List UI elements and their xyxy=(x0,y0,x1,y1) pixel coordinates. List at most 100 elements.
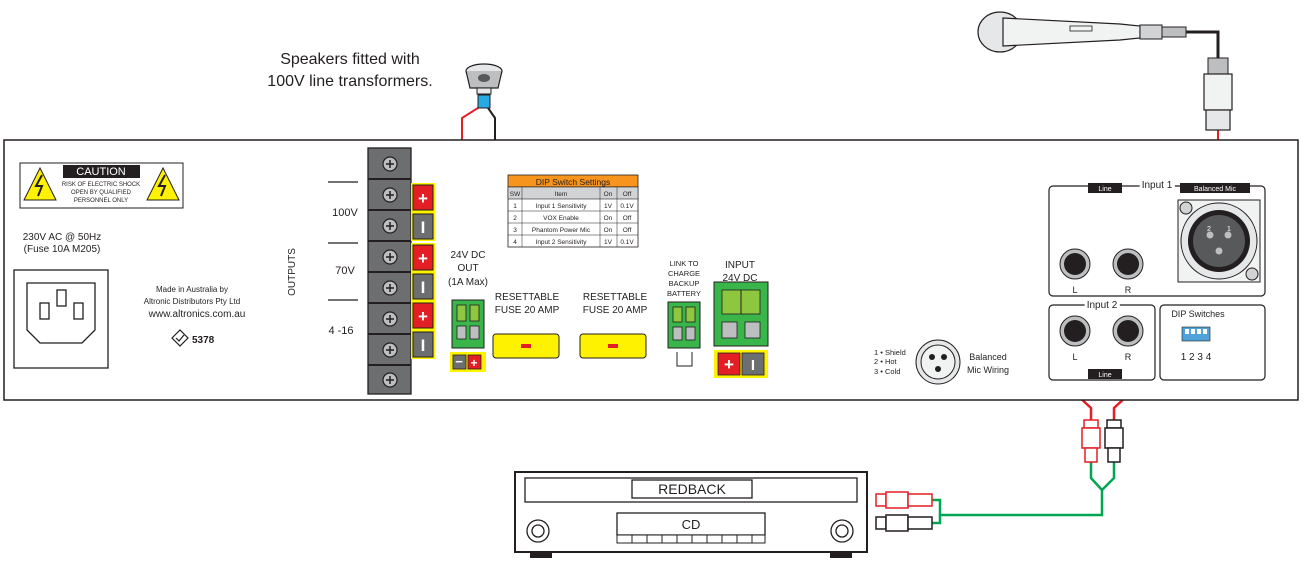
callout-line1: Speakers fitted with xyxy=(280,51,420,68)
caution-label: CAUTION RISK OF ELECTRIC SHOCK OPEN BY Q… xyxy=(19,162,184,209)
dip-table-title: DIP Switch Settings xyxy=(536,177,611,187)
rca-plugs-cd xyxy=(875,491,933,532)
screw-slots xyxy=(386,160,394,384)
battery-link-terminal xyxy=(667,301,701,367)
fuse1-line1: RESETTABLE xyxy=(495,292,560,303)
dip-row4-off: 0.1V xyxy=(620,239,634,246)
tap-4-16: 4 -16 xyxy=(328,325,353,337)
battery-line4: BATTERY xyxy=(667,289,701,298)
svg-text:+: + xyxy=(418,189,428,208)
dip-row2-item: VOX Enable xyxy=(543,215,579,222)
maker-line1: Made in Australia by xyxy=(156,285,228,294)
input2-right-label: R xyxy=(1125,352,1132,362)
input1-mic-tag: Balanced Mic xyxy=(1194,186,1237,193)
xlr-label1: Balanced xyxy=(969,352,1007,362)
svg-text:I: I xyxy=(421,278,426,297)
xlr-pin-label1: 1 xyxy=(1227,226,1231,233)
battery-line1: LINK TO xyxy=(670,259,699,268)
tap-100v: 100V xyxy=(332,207,358,219)
xlr-pin1: 1 • Shield xyxy=(874,348,906,357)
fuse2-line1: RESETTABLE xyxy=(583,292,648,303)
dc-out-line3: (1A Max) xyxy=(448,277,488,288)
fuse1-holder xyxy=(492,333,560,359)
dip-row3-sw: 3 xyxy=(513,227,517,234)
microphone-icon xyxy=(977,11,1233,131)
rcm-approval-mark xyxy=(171,329,189,347)
svg-text:−: − xyxy=(455,354,463,369)
svg-text:I: I xyxy=(751,357,755,374)
dc-out-line2: OUT xyxy=(457,263,478,274)
xlr-wiring-icon xyxy=(915,339,961,385)
outputs-label: OUTPUTS xyxy=(287,248,298,296)
dc-out-terminal: − + xyxy=(450,299,486,372)
xlr-pin3: 3 • Cold xyxy=(874,367,900,376)
caution-line3: PERSONNEL ONLY xyxy=(74,198,128,204)
approval-number: 5378 xyxy=(192,335,215,346)
maker-website: www.altronics.com.au xyxy=(148,309,246,320)
maker-line2: Altronic Distributors Pty Ltd xyxy=(144,297,240,306)
battery-line2: CHARGE xyxy=(668,269,700,278)
caution-line2: OPEN BY QUALIFIED xyxy=(71,190,132,196)
svg-text:+: + xyxy=(724,355,734,374)
fuse-rating: (Fuse 10A M205) xyxy=(24,244,101,255)
dip-header-sw: SW xyxy=(510,191,521,198)
speaker-icon xyxy=(465,63,503,109)
dip-header-item: Item xyxy=(555,191,568,198)
caution-line1: RISK OF ELECTRIC SHOCK xyxy=(62,182,140,188)
dip-row1-sw: 1 xyxy=(513,203,517,210)
dip-row2-on: On xyxy=(604,215,613,222)
dip-row3-off: Off xyxy=(623,227,632,234)
svg-text:+: + xyxy=(470,356,477,370)
xlr-label2: Mic Wiring xyxy=(967,365,1009,375)
dip-row2-sw: 2 xyxy=(513,215,517,222)
dip-row4-on: 1V xyxy=(604,239,613,246)
dip-row3-item: Phantom Power Mic xyxy=(532,227,591,234)
svg-text:+: + xyxy=(418,307,428,326)
dc-in-line1: INPUT xyxy=(725,260,755,271)
xlr-input-socket xyxy=(1177,199,1261,283)
dc-in-line2: 24V DC xyxy=(722,273,757,284)
dip-row4-sw: 4 xyxy=(513,239,517,246)
xlr-pin-label2: 2 xyxy=(1207,226,1211,233)
fuse1-line2: FUSE 20 AMP xyxy=(495,305,560,316)
dc-out-line1: 24V DC xyxy=(450,250,485,261)
svg-text:I: I xyxy=(421,218,426,237)
mains-inlet xyxy=(13,269,109,369)
callout-line2: 100V line transformers. xyxy=(267,73,432,90)
caution-title: CAUTION xyxy=(76,166,126,178)
input1-left-label: L xyxy=(1072,285,1077,295)
dip-row2-off: Off xyxy=(623,215,632,222)
dip-row4-item: Input 2 Sensitivity xyxy=(536,239,588,246)
output-polarity-markers: + I + I + I xyxy=(411,183,435,359)
svg-text:I: I xyxy=(421,336,426,355)
dc-in-terminal: + I xyxy=(713,281,769,378)
dip-row1-item: Input 1 Sensitivity xyxy=(536,203,588,210)
dip-header-off: Off xyxy=(623,191,632,198)
dip-panel-numbers: 1 2 3 4 xyxy=(1181,352,1212,363)
dip-switch-panel xyxy=(1159,304,1266,381)
cd-player xyxy=(514,471,868,558)
xlr-pin2: 2 • Hot xyxy=(874,357,898,366)
cd-slot-label: CD xyxy=(682,517,701,532)
input1-line-tag: Line xyxy=(1098,186,1111,193)
fuse2-line2: FUSE 20 AMP xyxy=(583,305,648,316)
input1-right-label: R xyxy=(1125,285,1132,295)
dip-row3-on: On xyxy=(604,227,613,234)
input2-line-tag: Line xyxy=(1098,372,1111,379)
power-rating: 230V AC @ 50Hz xyxy=(23,232,102,243)
tap-markers xyxy=(328,181,358,301)
battery-line3: BACKUP xyxy=(669,279,700,288)
input2-panel xyxy=(1048,304,1156,381)
cd-brand: REDBACK xyxy=(658,481,726,497)
tap-70v: 70V xyxy=(335,265,355,277)
input1-jacks xyxy=(1059,248,1144,280)
dip-settings-table: DIP Switch Settings xyxy=(507,174,639,248)
input1-title: Input 1 xyxy=(1142,180,1173,191)
input2-left-label: L xyxy=(1072,352,1077,362)
svg-text:+: + xyxy=(418,249,428,268)
dip-header-on: On xyxy=(604,191,613,198)
rca-plugs-amp xyxy=(1081,419,1124,463)
dip-panel-title: DIP Switches xyxy=(1171,309,1225,319)
dip-row1-off: 0.1V xyxy=(620,203,634,210)
